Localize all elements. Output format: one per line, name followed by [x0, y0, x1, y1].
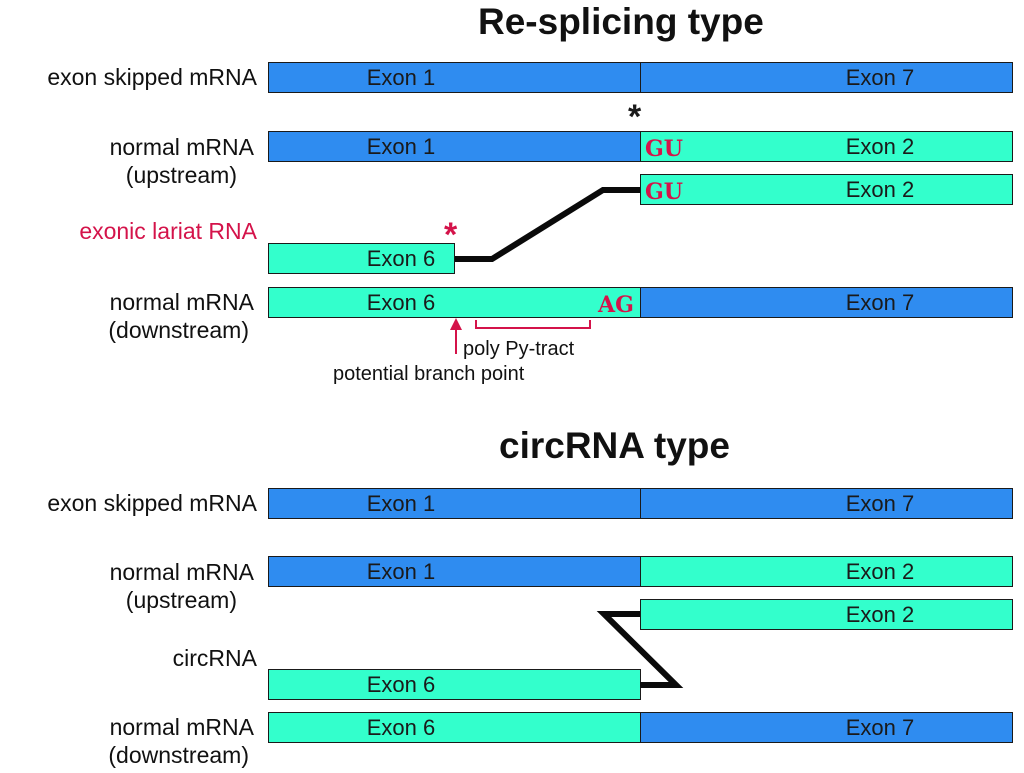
resplicing-skipped-exon7-text: Exon 7 — [845, 65, 915, 90]
resplicing-upstream-exon2-bar — [640, 131, 1013, 162]
resplicing-downstream-ag-site: AG — [598, 292, 634, 318]
resplicing-downstream-sublabel: (downstream) — [108, 317, 249, 343]
circrna-downstream-exon6-bar — [268, 712, 641, 743]
resplicing-skipped-exon1-bar — [268, 62, 641, 93]
circrna-title: circRNA type — [499, 425, 730, 466]
resplicing-lariat-label: exonic lariat RNA — [79, 218, 257, 244]
circrna-upstream-exon1-text: Exon 1 — [366, 559, 436, 584]
circrna-upstream-label: normal mRNA — [109, 559, 254, 585]
circrna-exon6-bar — [268, 669, 641, 700]
lariat-connector-line — [455, 187, 640, 262]
resplicing-upstream-exon1-text: Exon 1 — [366, 134, 436, 159]
circrna-exon2-text: Exon 2 — [845, 602, 915, 627]
poly-py-bracket — [475, 320, 591, 329]
circrna-downstream-label: normal mRNA — [109, 714, 254, 740]
resplicing-upstream-exon2-text: Exon 2 — [845, 134, 915, 159]
resplicing-upstream-exon1-bar — [268, 131, 641, 162]
resplicing-downstream-exon6-bar — [268, 287, 641, 318]
circrna-skipped-exon1-bar — [268, 488, 641, 519]
circrna-label: circRNA — [172, 645, 257, 671]
resplicing-junction-asterisk: * — [628, 98, 642, 136]
resplicing-upstream-gu-site: GU — [645, 136, 683, 162]
resplicing-downstream-label: normal mRNA — [109, 289, 254, 315]
resplicing-lariat-exon2-bar — [640, 174, 1013, 205]
resplicing-lariat-exon2-text: Exon 2 — [845, 177, 915, 202]
resplicing-lariat-gu-site: GU — [645, 179, 683, 205]
resplicing-upstream-label: normal mRNA — [109, 134, 254, 160]
circrna-skipped-exon1-text: Exon 1 — [366, 491, 436, 516]
circrna-connector-line — [596, 611, 684, 688]
resplicing-downstream-exon6-text: Exon 6 — [366, 290, 436, 315]
circrna-exon2-bar — [640, 599, 1013, 630]
circrna-exon6-text: Exon 6 — [366, 672, 436, 697]
circrna-upstream-exon2-text: Exon 2 — [845, 559, 915, 584]
resplicing-skipped-exon7-bar — [640, 62, 1013, 93]
resplicing-lariat-exon6-bar — [268, 243, 455, 274]
resplicing-skipped-label: exon skipped mRNA — [47, 64, 257, 90]
resplicing-upstream-sublabel: (upstream) — [125, 162, 237, 188]
branch-point-label: potential branch point — [333, 363, 525, 385]
resplicing-downstream-exon7-text: Exon 7 — [845, 290, 915, 315]
circrna-skipped-label: exon skipped mRNA — [47, 490, 257, 516]
resplicing-skipped-exon1-text: Exon 1 — [366, 65, 436, 90]
circrna-downstream-sublabel: (downstream) — [108, 742, 249, 768]
circrna-upstream-exon1-bar — [268, 556, 641, 587]
branch-point-arrow-head — [450, 318, 462, 330]
resplicing-lariat-exon6-text: Exon 6 — [366, 246, 436, 271]
circrna-skipped-exon7-text: Exon 7 — [845, 491, 915, 516]
circrna-skipped-exon7-bar — [640, 488, 1013, 519]
poly-py-tract-label: poly Py-tract — [463, 338, 575, 360]
circrna-downstream-exon6-text: Exon 6 — [366, 715, 436, 740]
circrna-downstream-exon7-text: Exon 7 — [845, 715, 915, 740]
circrna-upstream-sublabel: (upstream) — [125, 587, 237, 613]
resplicing-downstream-exon7-bar — [640, 287, 1013, 318]
circrna-upstream-exon2-bar — [640, 556, 1013, 587]
resplicing-title: Re-splicing type — [478, 1, 764, 42]
circrna-downstream-exon7-bar — [640, 712, 1013, 743]
